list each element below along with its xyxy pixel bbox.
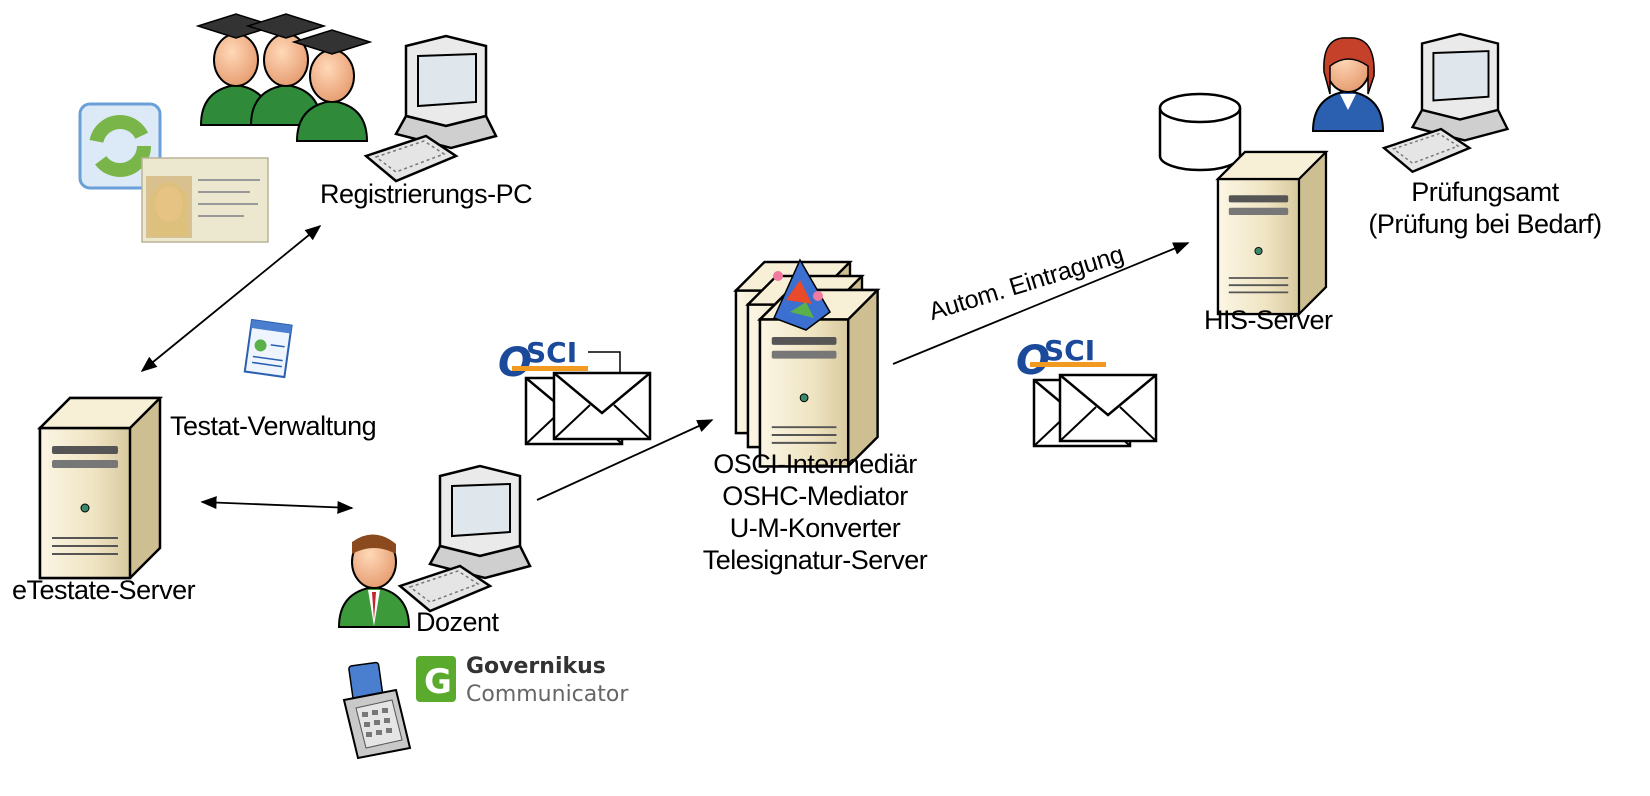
governikus-subtitle: Communicator	[466, 682, 629, 707]
card-reader-icon	[342, 661, 412, 760]
svg-text:O: O	[498, 340, 532, 386]
svg-text:O: O	[1016, 338, 1050, 384]
etestate-server-label: eTestate-Server	[12, 575, 196, 605]
his-server-label: HIS-Server	[1204, 305, 1333, 335]
dozent-person-icon	[338, 534, 410, 628]
intermediaer-line-3: U-M-Konverter	[729, 513, 901, 543]
governikus-logo: G	[416, 656, 456, 702]
edge-etestate-dozent	[200, 496, 354, 514]
dozent-computer-icon	[398, 464, 532, 613]
his-server-icon	[1216, 150, 1328, 316]
pruefungsamt-label: Prüfungsamt (Prüfung bei Bedarf)	[1320, 176, 1650, 240]
intermediaer-line-4: Telesignatur-Server	[702, 545, 928, 575]
pruefungsamt-person-icon	[1312, 37, 1384, 132]
osci-envelope-right	[1032, 373, 1158, 448]
database-icon	[1158, 92, 1242, 172]
pruefungsamt-computer-icon	[1382, 32, 1509, 173]
intermediary-server-icon	[734, 258, 879, 468]
svg-text:SCI: SCI	[526, 336, 577, 369]
testat-verwaltung-label: Testat-Verwaltung	[170, 411, 377, 441]
osci-envelope-left	[524, 351, 652, 446]
pruefungsamt-line-2: (Prüfung bei Bedarf)	[1368, 209, 1602, 239]
id-card-icon	[78, 102, 269, 243]
edge-registration-etestate	[140, 224, 322, 373]
pruefungsamt-line-1: Prüfungsamt	[1411, 177, 1559, 207]
etestate-server-icon	[38, 396, 162, 580]
svg-text:SCI: SCI	[1044, 334, 1095, 367]
intermediaer-line-2: OSHC-Mediator	[722, 481, 908, 511]
registration-computer-icon	[364, 34, 498, 183]
osci-logo-right: O SCI	[1016, 334, 1106, 384]
intermediaer-label: OSCI-Intermediär OSHC-Mediator U-M-Konve…	[690, 448, 940, 576]
osci-logo-left: O SCI	[498, 336, 588, 386]
svg-text:G: G	[424, 662, 452, 702]
dozent-label: Dozent	[416, 607, 499, 637]
edge-intermediaer-his	[892, 242, 1190, 365]
governikus-title: Governikus	[466, 654, 606, 679]
graduates-icon	[195, 13, 373, 142]
registrierungs-pc-label: Registrierungs-PC	[320, 179, 533, 209]
edge-dozent-intermediaer	[536, 419, 714, 501]
intermediaer-line-1: OSCI-Intermediär	[713, 449, 917, 479]
document-icon	[243, 318, 293, 379]
